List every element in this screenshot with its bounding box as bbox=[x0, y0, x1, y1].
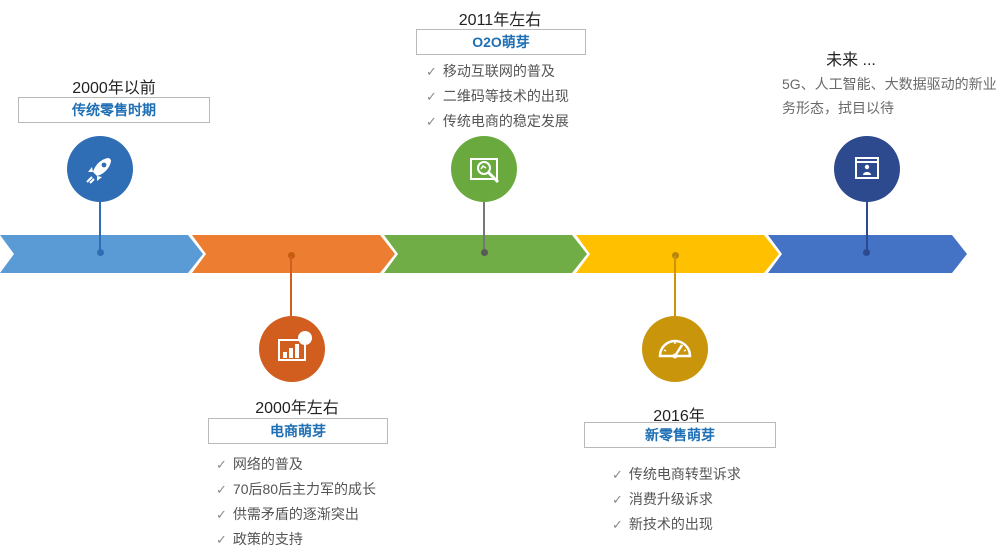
list-item: ✓消费升级诉求 bbox=[612, 491, 713, 507]
list-item: ✓移动互联网的普及 bbox=[426, 63, 555, 79]
milestone-3-bullets: ✓移动互联网的普及 ✓二维码等技术的出现 ✓传统电商的稳定发展 bbox=[426, 59, 569, 134]
list-item: ✓供需矛盾的逐渐突出 bbox=[216, 506, 359, 522]
milestone-1-year: 2000年以前 bbox=[72, 80, 156, 97]
chart-icon bbox=[278, 331, 312, 361]
milestone-3-tag: O2O萌芽 bbox=[416, 29, 586, 55]
milestone-2-bullets: ✓网络的普及 ✓70后80后主力军的成长 ✓供需矛盾的逐渐突出 ✓政策的支持 bbox=[216, 452, 376, 552]
milestone-4-dot bbox=[672, 252, 679, 259]
milestone-3-stem bbox=[483, 202, 485, 252]
milestone-3-dot bbox=[481, 249, 488, 256]
milestone-4-stem bbox=[674, 256, 676, 316]
milestone-4-circle bbox=[642, 316, 708, 382]
rocket-icon bbox=[86, 158, 111, 184]
milestone-2-year: 2000年左右 bbox=[255, 400, 339, 417]
milestone-4-year: 2016年 bbox=[653, 408, 705, 425]
list-item: ✓传统电商转型诉求 bbox=[612, 466, 741, 482]
milestone-2-stem bbox=[290, 256, 292, 316]
gauge-icon bbox=[658, 339, 692, 359]
milestone-2-tag: 电商萌芽 bbox=[208, 418, 388, 444]
list-item: ✓政策的支持 bbox=[216, 531, 303, 547]
screen-user-icon bbox=[855, 157, 879, 179]
list-item: ✓二维码等技术的出现 bbox=[426, 88, 569, 104]
milestone-1-dot bbox=[97, 249, 104, 256]
milestone-2-circle bbox=[259, 316, 325, 382]
milestone-1-stem bbox=[99, 202, 101, 252]
milestone-5-stem bbox=[866, 202, 868, 252]
magnifier-icon bbox=[470, 158, 500, 184]
milestone-5-year: 未来 ... bbox=[826, 52, 876, 69]
milestone-5-desc: 5G、人工智能、大数据驱动的新业务形态，拭目以待 bbox=[782, 76, 997, 116]
milestone-5-dot bbox=[863, 249, 870, 256]
list-item: ✓新技术的出现 bbox=[612, 516, 713, 532]
milestone-2-dot bbox=[288, 252, 295, 259]
milestone-3-year: 2011年左右 bbox=[458, 12, 542, 29]
milestone-5-circle bbox=[834, 136, 900, 202]
milestone-4-tag: 新零售萌芽 bbox=[584, 422, 776, 448]
milestone-1-circle bbox=[67, 136, 133, 202]
milestone-3-circle bbox=[451, 136, 517, 202]
list-item: ✓网络的普及 bbox=[216, 456, 303, 472]
milestone-1-tag: 传统零售时期 bbox=[18, 97, 210, 123]
list-item: ✓传统电商的稳定发展 bbox=[426, 113, 569, 129]
milestone-4-bullets: ✓传统电商转型诉求 ✓消费升级诉求 ✓新技术的出现 bbox=[612, 462, 741, 537]
list-item: ✓70后80后主力军的成长 bbox=[216, 481, 377, 497]
